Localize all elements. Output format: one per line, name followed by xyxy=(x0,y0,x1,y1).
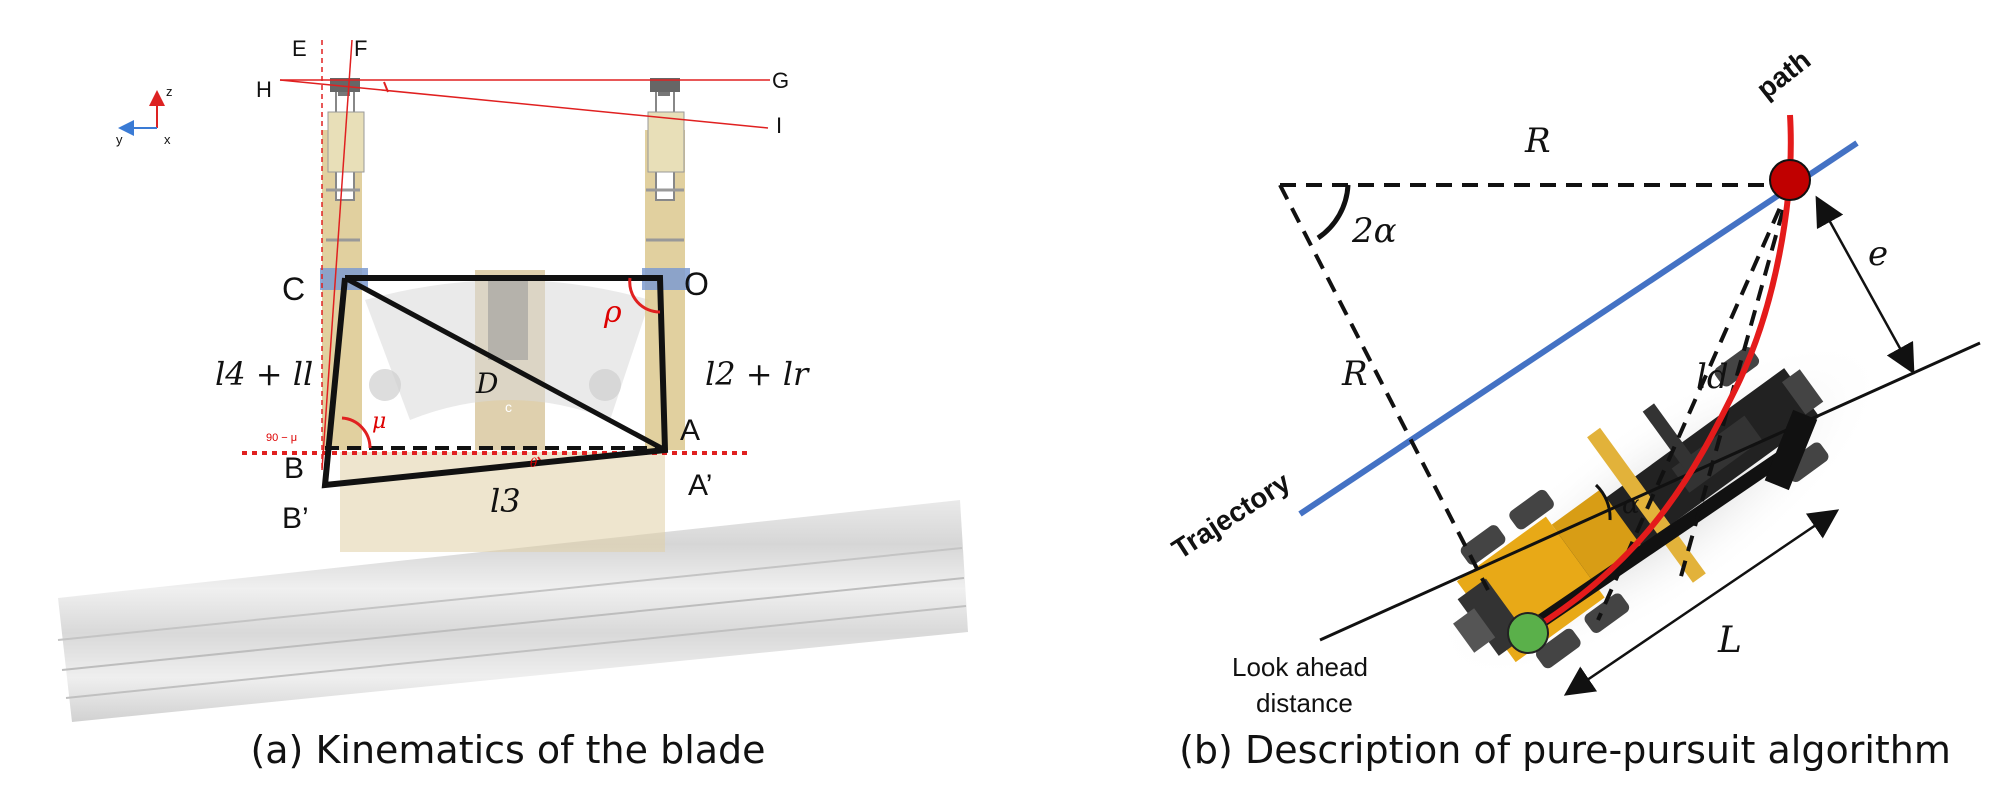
caption-panel-a: (a) Kinematics of the blade xyxy=(250,728,766,772)
label-c: c xyxy=(505,399,512,415)
label-B-prime: B’ xyxy=(282,502,309,535)
length-bottom: l3 xyxy=(490,482,521,520)
axis-y-label: y xyxy=(116,132,123,147)
target-point xyxy=(1769,159,1811,201)
angle-theta: θ xyxy=(530,456,538,470)
label-A: A xyxy=(680,414,700,447)
label-C: C xyxy=(282,271,305,307)
label-ld: ld xyxy=(1696,357,1729,397)
length-right: l2 + lr xyxy=(705,355,810,393)
axes-triad: z y x xyxy=(116,84,173,147)
label-R-top: R xyxy=(1524,121,1551,161)
label-trajectory: Trajectory xyxy=(1166,466,1295,565)
label-B: B xyxy=(284,452,304,485)
left-hydraulic-cylinder xyxy=(322,78,365,450)
label-e: e xyxy=(1868,234,1888,274)
mu-arc xyxy=(341,416,372,449)
label-A-prime: A’ xyxy=(688,469,712,502)
angle-mu: μ xyxy=(372,409,386,434)
two-alpha-arc xyxy=(1316,184,1351,241)
vehicle-heading-line xyxy=(1319,341,1981,642)
label-alpha: α xyxy=(1622,490,1640,520)
label-O: O xyxy=(684,266,709,302)
label-look-ahead-1: Look ahead xyxy=(1232,652,1368,682)
angle-rho: ρ xyxy=(603,295,622,330)
angle-ninety-minus-mu: 90 − μ xyxy=(266,432,297,444)
label-F: F xyxy=(354,36,367,61)
axis-x-label: x xyxy=(164,132,171,147)
blade-rail xyxy=(58,500,968,722)
label-G: G xyxy=(772,68,789,93)
caption-panel-b: (b) Description of pure-pursuit algorith… xyxy=(1179,728,1951,772)
label-two-alpha: 2α xyxy=(1351,211,1397,251)
label-path: path xyxy=(1751,44,1817,105)
rho-arc xyxy=(628,277,661,314)
label-D: D xyxy=(475,367,498,400)
label-R-left: R xyxy=(1341,354,1368,394)
panel-b: path Trajectory Look ahead distance R R … xyxy=(1166,44,1981,718)
trajectory-line xyxy=(1298,140,1859,517)
panel-a: E F G H I C O A A’ B B’ D c l4 + ll l2 +… xyxy=(57,36,968,722)
label-H: H xyxy=(256,77,272,102)
label-look-ahead-2: distance xyxy=(1256,688,1353,718)
kinematic-frame xyxy=(321,275,669,489)
length-left: l4 + ll xyxy=(215,355,313,393)
axis-z-label: z xyxy=(166,84,173,99)
label-E: E xyxy=(292,36,307,61)
label-I: I xyxy=(776,113,782,138)
label-L: L xyxy=(1717,620,1742,661)
L-arrow xyxy=(1563,509,1840,696)
vehicle-point xyxy=(1507,612,1549,654)
e-arrow xyxy=(1815,195,1915,375)
